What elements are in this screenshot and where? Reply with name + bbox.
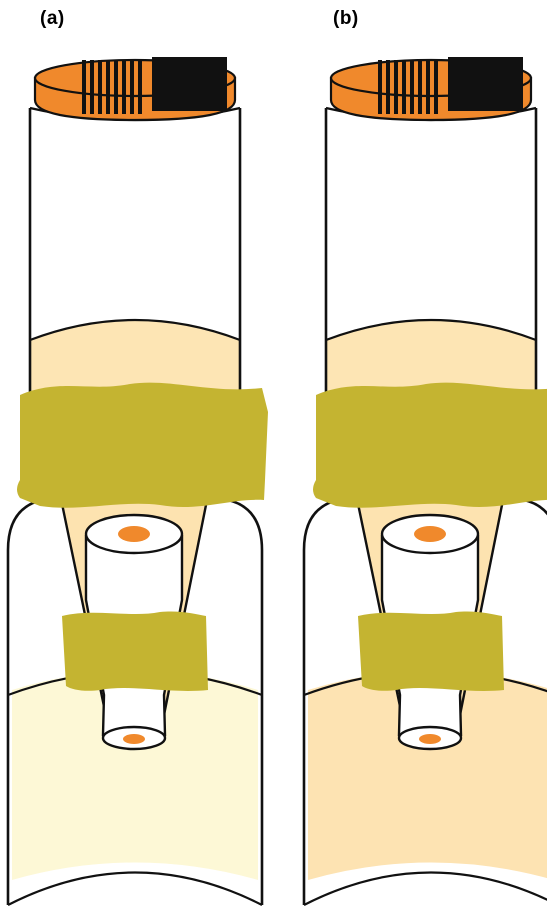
upper-bottle-walls: [28, 108, 242, 395]
apparatus-a: [6, 57, 268, 906]
upper-tape-band: [17, 382, 268, 508]
filter-spot-top: [118, 526, 150, 542]
cap-label-band: [152, 57, 227, 111]
filter-spot-top: [414, 526, 446, 542]
lower-tape-band: [358, 611, 504, 691]
cap-ridge: [106, 60, 110, 114]
apparatus-b: [302, 57, 547, 906]
lower-bottle-base: [7, 871, 263, 906]
lower-tape-band: [62, 611, 208, 691]
cap-label-band: [448, 57, 523, 111]
cap-ridge: [82, 60, 86, 114]
upper-liquid-surface: [325, 318, 537, 342]
upper-tape-band: [313, 382, 547, 508]
cap-ridge: [122, 60, 126, 114]
cap-ridge: [394, 60, 398, 114]
cap-ridge: [138, 60, 142, 114]
upper-liquid: [30, 320, 240, 395]
cap-ridge: [130, 60, 134, 114]
lower-liquid: [308, 671, 547, 880]
cap-ridge: [434, 60, 438, 114]
upper-bottle-walls: [324, 108, 538, 395]
cap-ridge: [90, 60, 94, 114]
neck-walls: [349, 469, 511, 746]
cap-ridge: [98, 60, 102, 114]
cap-ridge: [386, 60, 390, 114]
panel-label-b: (b): [333, 8, 359, 29]
panel-label-a: (a): [40, 8, 65, 29]
filter-spot-bottom: [419, 734, 441, 744]
cap-ridge: [378, 60, 382, 114]
cap-ridge: [114, 60, 118, 114]
lower-bottle-base: [303, 871, 547, 906]
neck-walls: [53, 469, 215, 746]
filter-spot-bottom: [123, 734, 145, 744]
cap-ridge: [410, 60, 414, 114]
cap-ridge: [418, 60, 422, 114]
lower-liquid: [12, 671, 258, 880]
upper-liquid-surface: [29, 318, 241, 342]
cap-ridge: [426, 60, 430, 114]
cap-ridge: [402, 60, 406, 114]
upper-liquid: [326, 320, 536, 395]
